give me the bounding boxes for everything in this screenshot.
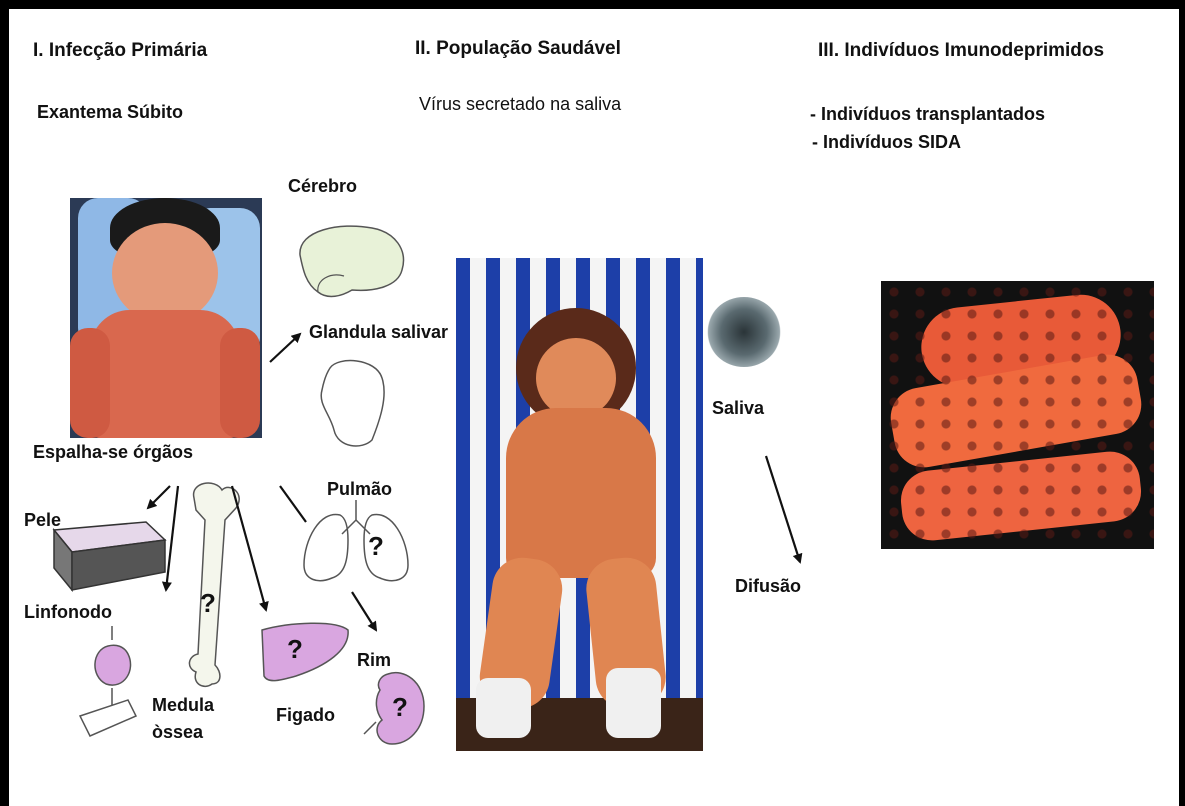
label-bone-marrow-1: Medula	[152, 695, 214, 716]
bone-icon	[189, 483, 239, 686]
lung-left-icon	[304, 514, 348, 580]
label-lung: Pulmão	[327, 479, 392, 500]
label-saliva: Saliva	[712, 398, 764, 419]
label-salivary-gland: Glandula salivar	[309, 322, 448, 343]
lymph-node-icon	[95, 645, 131, 685]
label-diffusion: Difusão	[735, 576, 801, 597]
label-brain: Cérebro	[288, 176, 357, 197]
arrow-to-lymph-node	[166, 486, 178, 590]
bone-unknown-marker: ?	[200, 588, 216, 618]
salivary-gland-icon	[321, 361, 384, 446]
arrow-to-skin	[148, 486, 170, 508]
label-spreads-organs: Espalha-se órgãos	[33, 442, 193, 463]
arrow-to-lung	[280, 486, 306, 522]
liver-unknown-marker: ?	[287, 634, 303, 664]
label-lymph-node: Linfonodo	[24, 602, 112, 623]
lung-unknown-marker: ?	[368, 531, 384, 561]
label-kidney: Rim	[357, 650, 391, 671]
arrow-to-diffusion	[766, 456, 800, 562]
arrow-to-kidney	[352, 592, 376, 630]
label-liver: Figado	[276, 705, 335, 726]
arrow-to-salivary-gland	[270, 334, 300, 362]
brain-icon	[300, 226, 404, 296]
label-bone-marrow-2: òssea	[152, 722, 203, 743]
label-skin: Pele	[24, 510, 61, 531]
liver-icon	[262, 623, 348, 680]
kidney-unknown-marker: ?	[392, 692, 408, 722]
arrow-to-liver	[232, 486, 266, 610]
